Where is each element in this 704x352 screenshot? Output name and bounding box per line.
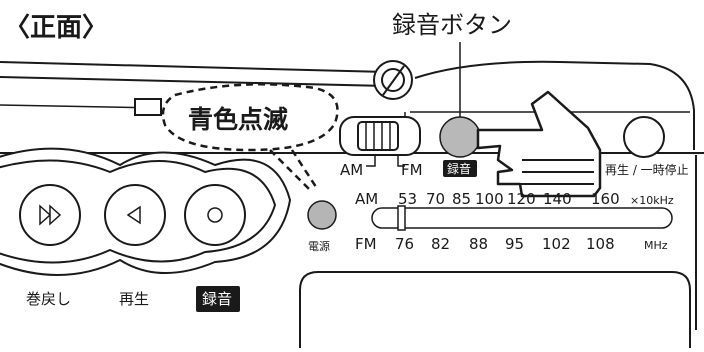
dial-pointer — [397, 205, 406, 231]
play-pause-button[interactable] — [623, 116, 665, 158]
fast-forward-button[interactable] — [19, 184, 81, 246]
fm-unit: MHz — [644, 239, 668, 252]
am-tick-53: 53 — [398, 190, 417, 208]
fm-tick-82: 82 — [431, 235, 450, 253]
fm-tick-95: 95 — [505, 235, 524, 253]
am-tick-120: 120 — [507, 190, 536, 208]
am-unit: ×10kHz — [630, 194, 674, 207]
am-tick-100: 100 — [475, 190, 504, 208]
fm-tick-76: 76 — [395, 235, 414, 253]
record-label-box — [196, 286, 240, 312]
fm-tick-108: 108 — [586, 235, 615, 253]
record-tag-box — [443, 160, 477, 177]
am-tick-85: 85 — [452, 190, 471, 208]
pointing-hand-icon — [476, 90, 602, 198]
dial-window — [371, 207, 673, 229]
dial-fm-label: FM — [355, 235, 377, 253]
play-icon — [126, 205, 141, 225]
am-scale: 53 70 85 100 120 140 160 ×10kHz — [398, 190, 674, 208]
blink-callout-bubble — [161, 83, 339, 152]
switch-am-label: AM — [340, 161, 363, 179]
fast-forward-icon — [39, 204, 62, 226]
power-label: 電源 — [308, 239, 330, 253]
fm-tick-102: 102 — [542, 235, 571, 253]
record-button[interactable] — [439, 116, 481, 158]
page-title: 〈正面〉 — [4, 13, 108, 43]
cassette-door — [299, 271, 691, 348]
blink-callout-label: 青色点滅 — [188, 105, 288, 134]
record-tag-label: 録音 — [447, 161, 471, 176]
rewind-label: 巻戻し — [26, 290, 71, 308]
play-label: 再生 — [119, 290, 149, 308]
blink-callout-tail — [269, 149, 320, 191]
switch-fm-pointer — [397, 156, 405, 167]
fm-tick-88: 88 — [469, 235, 488, 253]
am-tick-160: 160 — [591, 190, 620, 208]
record-label: 録音 — [202, 290, 232, 308]
am-tick-140: 140 — [543, 190, 572, 208]
record-button-bottom[interactable] — [184, 184, 246, 246]
record-button-callout: 録音ボタン — [392, 11, 512, 39]
band-switch[interactable] — [339, 116, 421, 156]
play-pause-label: 再生 / 一時停止 — [605, 162, 689, 177]
record-icon — [207, 207, 223, 223]
power-indicator — [307, 200, 337, 230]
hand-finger-lines — [520, 159, 594, 185]
play-button[interactable] — [104, 184, 166, 246]
switch-am-pointer — [366, 156, 376, 167]
switch-fm-label: FM — [401, 161, 423, 179]
dial-am-label: AM — [355, 190, 378, 208]
fm-scale: 76 82 88 95 102 108 MHz — [395, 235, 668, 253]
tuning-knob[interactable] — [373, 60, 413, 100]
am-tick-70: 70 — [426, 190, 445, 208]
